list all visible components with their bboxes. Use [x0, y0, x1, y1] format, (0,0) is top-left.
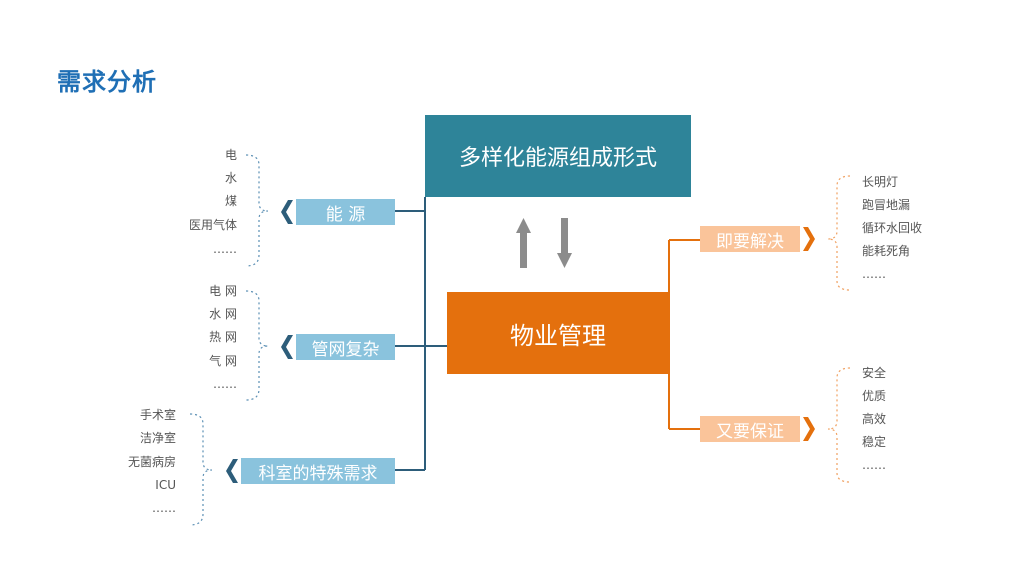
list-item: 优质 — [862, 389, 887, 403]
list-item: 煤 — [224, 194, 237, 208]
list-item: 洁净室 — [139, 431, 176, 445]
list-item: 热 网 — [209, 330, 237, 344]
list-item: …… — [862, 458, 886, 472]
energy-forms-label: 多样化能源组成形式 — [458, 146, 657, 171]
must-solve-bar — [700, 226, 800, 252]
special-needs-bar-label: 科室的特殊需求 — [258, 463, 378, 484]
list-item: 水 — [224, 171, 237, 185]
page-title: 需求分析 — [57, 68, 157, 96]
energy-forms-box — [425, 115, 691, 197]
list-item: 稳定 — [862, 435, 887, 449]
up-arrow-icon — [516, 218, 531, 268]
chevron-left-icon — [226, 200, 293, 483]
list-item: ICU — [155, 478, 176, 492]
special-needs-bar — [241, 458, 395, 484]
list-item: 水 网 — [209, 307, 237, 321]
energy-bar-label: 能 源 — [325, 204, 366, 225]
left-dashed-braces — [189, 154, 269, 526]
right-dashed-braces — [827, 175, 851, 483]
list-item: 电 网 — [209, 284, 237, 298]
down-arrow-icon — [557, 218, 572, 268]
property-management-label: 物业管理 — [510, 321, 606, 350]
list-item: 医用气体 — [188, 218, 237, 232]
list-item: 无菌病房 — [127, 455, 176, 469]
must-ensure-bar-label: 又要保证 — [716, 421, 784, 442]
list-item: 循环水回收 — [862, 221, 923, 235]
list-item: …… — [213, 242, 237, 256]
list-item: 安全 — [862, 366, 887, 380]
list-item: 气 网 — [209, 354, 237, 368]
must-ensure-bar — [700, 416, 800, 442]
pipe-network-bar — [296, 334, 395, 360]
list-item: …… — [213, 377, 237, 391]
list-item: 跑冒地漏 — [862, 198, 911, 212]
right-connector-lines — [668, 239, 700, 430]
list-item: …… — [152, 501, 176, 515]
must-solve-bar-label: 即要解决 — [716, 231, 784, 252]
property-management-box — [447, 292, 669, 374]
list-item: 长明灯 — [862, 175, 899, 189]
list-item: 手术室 — [139, 408, 176, 422]
pipe-network-bar-label: 管网复杂 — [311, 339, 380, 360]
list-item: 电 — [224, 148, 237, 162]
chevron-right-icon — [803, 227, 815, 441]
list-item: 高效 — [862, 412, 887, 426]
list-item: 能耗死角 — [862, 244, 911, 258]
list-item: …… — [862, 267, 886, 281]
energy-bar — [296, 199, 395, 225]
left-connector-lines — [395, 197, 447, 471]
